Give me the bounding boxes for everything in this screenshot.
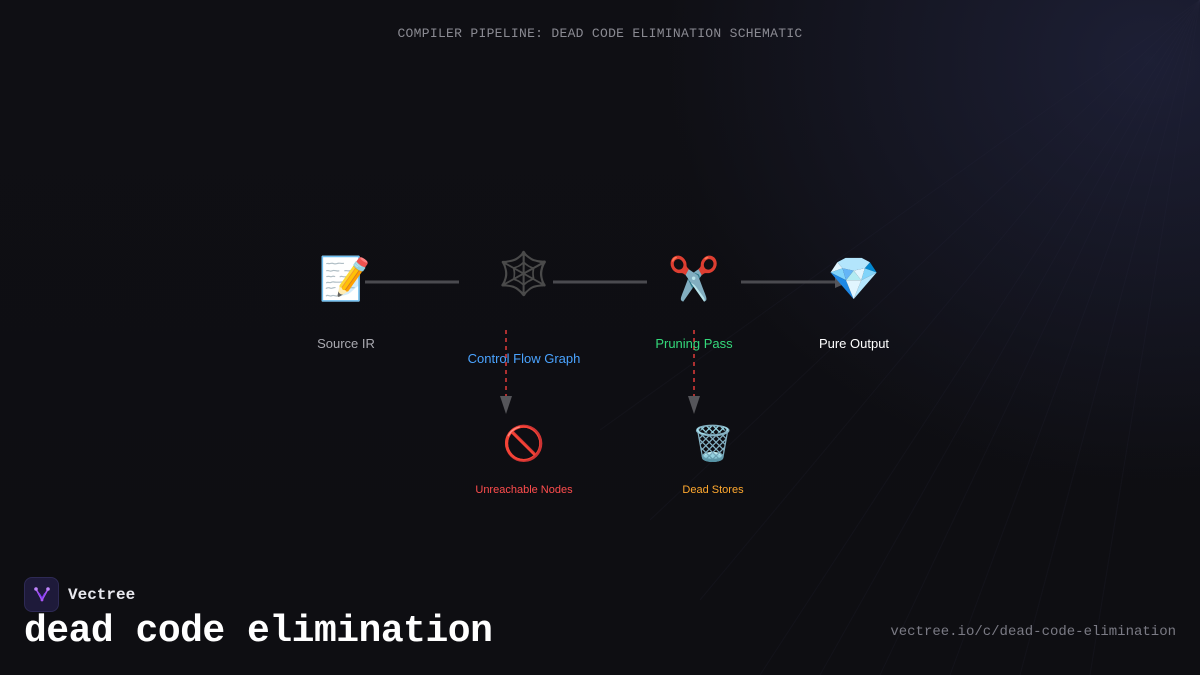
scissors-icon: ✂️: [667, 255, 721, 302]
arrowhead-unreachable: [500, 396, 512, 414]
branch-label-dead-stores: Dead Stores: [682, 484, 744, 496]
wastebasket-icon: 🗑️: [691, 425, 735, 463]
brand: Vectree: [24, 577, 135, 612]
node-label-pruning-pass: Pruning Pass: [655, 336, 733, 351]
memo-icon: 📝: [318, 255, 372, 302]
vectree-logo-icon: [24, 577, 59, 612]
page-title: dead code elimination: [24, 610, 493, 653]
page-url[interactable]: vectree.io/c/dead-code-elimination: [890, 624, 1176, 640]
arrowhead-dead-stores: [688, 396, 700, 414]
node-label-control-flow-graph: Control Flow Graph: [467, 351, 581, 366]
arrowhead-output: [835, 276, 849, 288]
schematic-title: COMPILER PIPELINE: DEAD CODE ELIMINATION…: [397, 26, 803, 41]
gem-icon: 💎: [827, 255, 881, 302]
node-label-pure-output: Pure Output: [818, 336, 890, 351]
node-label-source-ir: Source IR: [317, 336, 375, 351]
brand-name: Vectree: [68, 585, 136, 604]
branch-label-unreachable-nodes: Unreachable Nodes: [475, 484, 573, 496]
spider-web-icon: 🕸️: [497, 250, 551, 297]
prohibited-icon: 🚫: [502, 425, 546, 463]
